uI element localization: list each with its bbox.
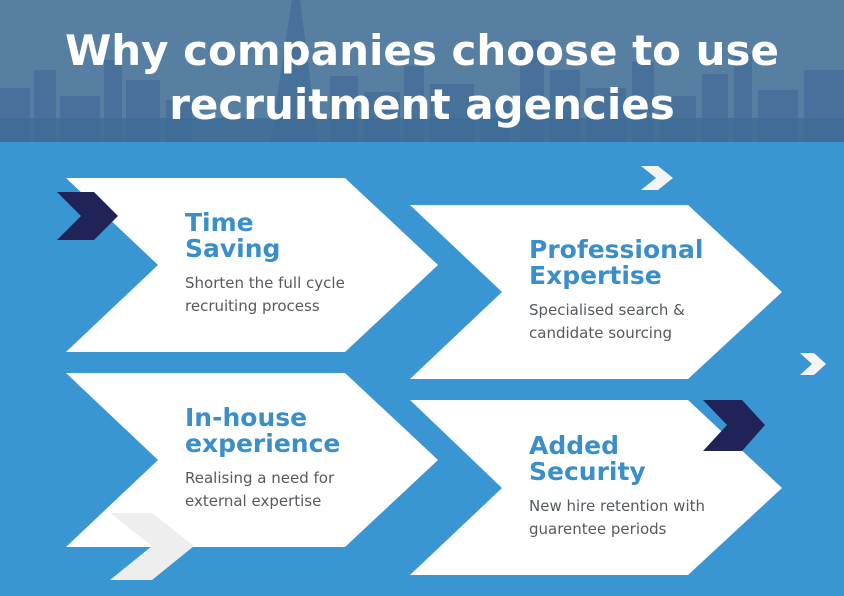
card-professional-expertise: Professional Expertise Specialised searc… bbox=[529, 237, 703, 345]
city-skyline-image bbox=[0, 0, 844, 142]
card-description-line: guarentee periods bbox=[529, 520, 667, 538]
card-in-house-experience-shape bbox=[66, 373, 438, 547]
card-description: Realising a need for external expertise bbox=[185, 467, 340, 513]
chevron-navy-right-icon bbox=[703, 400, 765, 451]
card-title: Added Security bbox=[529, 433, 705, 485]
card-in-house-experience: In-house experience Realising a need for… bbox=[185, 405, 340, 513]
card-title-line: Added bbox=[529, 431, 619, 460]
card-description-line: Realising a need for bbox=[185, 469, 335, 487]
card-title-line: Time bbox=[185, 208, 254, 237]
card-added-security: Added Security New hire retention with g… bbox=[529, 433, 705, 541]
chevron-navy-icon bbox=[57, 192, 118, 240]
title-line-2: recruitment agencies bbox=[169, 80, 675, 129]
card-professional-expertise-shape bbox=[410, 205, 782, 379]
card-title: Professional Expertise bbox=[529, 237, 703, 289]
card-time-saving-shape bbox=[66, 178, 438, 352]
card-added-security-shape bbox=[410, 400, 782, 575]
card-description-line: Shorten the full cycle bbox=[185, 274, 345, 292]
card-description-line: external expertise bbox=[185, 492, 322, 510]
card-title: Time Saving bbox=[185, 210, 345, 262]
page-title: Why companies choose to use recruitment … bbox=[0, 24, 844, 132]
chevron-white-small-icon bbox=[641, 166, 673, 190]
card-title-line: experience bbox=[185, 429, 341, 458]
card-title-line: Saving bbox=[185, 234, 281, 263]
card-title-line: In-house bbox=[185, 403, 308, 432]
card-description: Shorten the full cycle recruiting proces… bbox=[185, 272, 345, 318]
card-description: New hire retention with guarentee period… bbox=[529, 495, 705, 541]
card-description-line: New hire retention with bbox=[529, 497, 706, 515]
card-title-line: Professional bbox=[529, 235, 704, 264]
header-banner: Why companies choose to use recruitment … bbox=[0, 0, 844, 142]
card-title-line: Expertise bbox=[529, 261, 662, 290]
title-line-1: Why companies choose to use bbox=[64, 26, 780, 75]
card-description-line: candidate sourcing bbox=[529, 324, 673, 342]
chevron-white-small-right-icon bbox=[800, 353, 826, 375]
card-description-line: recruiting process bbox=[185, 297, 320, 315]
card-description-line: Specialised search & bbox=[529, 301, 685, 319]
card-time-saving: Time Saving Shorten the full cycle recru… bbox=[185, 210, 345, 318]
card-description: Specialised search & candidate sourcing bbox=[529, 299, 703, 345]
chevron-light-gray-icon bbox=[110, 513, 194, 580]
card-title: In-house experience bbox=[185, 405, 340, 457]
card-title-line: Security bbox=[529, 457, 646, 486]
